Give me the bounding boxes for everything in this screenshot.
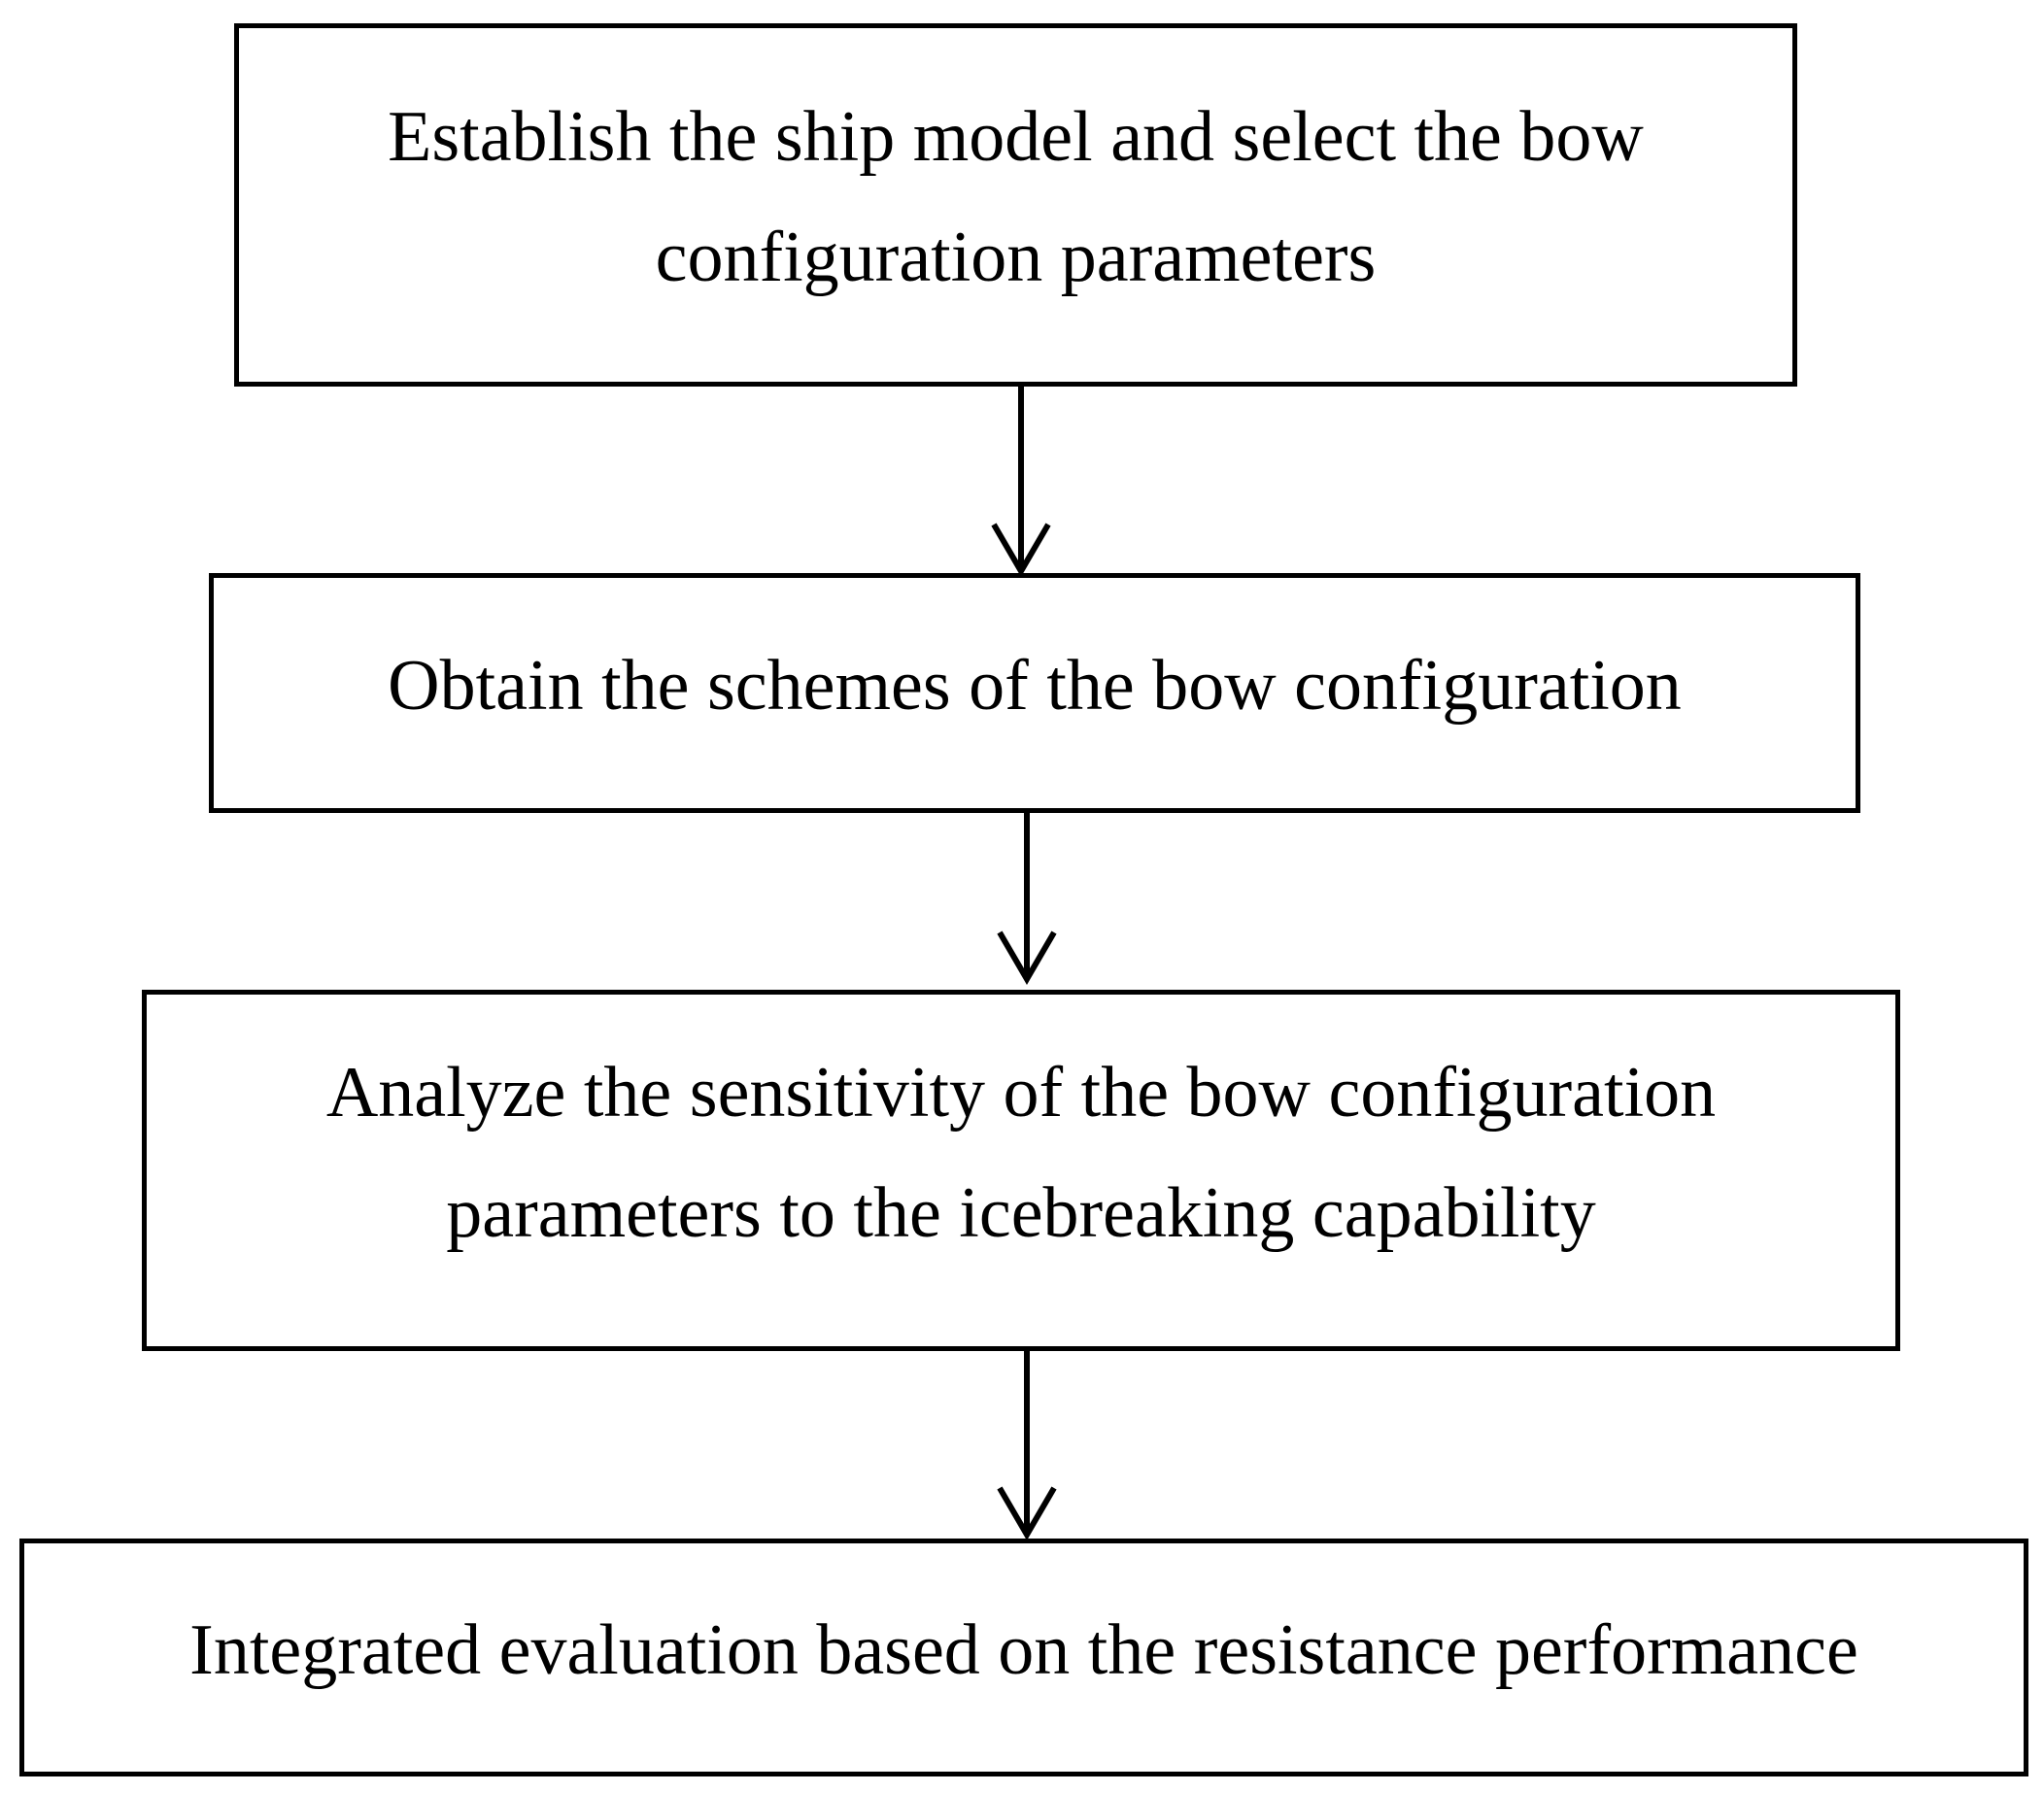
arrow-3-head: [997, 1486, 1057, 1540]
step-3-line-1: Analyze the sensitivity of the bow confi…: [325, 1053, 1717, 1133]
step-4-line-1: Integrated evaluation based on the resis…: [189, 1609, 1858, 1690]
arrow-step-2-to-3: [997, 813, 1057, 985]
step-4-text: Integrated evaluation based on the resis…: [189, 1590, 1858, 1710]
step-2-line-1: Obtain the schemes of the bow configurat…: [388, 645, 1682, 726]
step-box-analyze-sensitivity: Analyze the sensitivity of the bow confi…: [142, 990, 1900, 1351]
arrow-1-head: [991, 523, 1051, 577]
step-box-obtain-schemes: Obtain the schemes of the bow configurat…: [209, 573, 1860, 813]
step-1-line-1: Establish the ship model and select the …: [388, 97, 1644, 177]
step-box-establish-model: Establish the ship model and select the …: [234, 23, 1797, 387]
arrow-step-1-to-2: [991, 387, 1051, 577]
step-3-text: Analyze the sensitivity of the bow confi…: [326, 1032, 1716, 1273]
step-2-text: Obtain the schemes of the bow configurat…: [388, 626, 1682, 746]
step-3-line-2: parameters to the icebreaking capability: [446, 1173, 1596, 1253]
arrow-step-3-to-4: [997, 1351, 1057, 1540]
step-1-text: Establish the ship model and select the …: [388, 77, 1644, 318]
arrow-2-head: [997, 930, 1057, 985]
step-box-integrated-evaluation: Integrated evaluation based on the resis…: [19, 1539, 2028, 1776]
step-1-line-2: configuration parameters: [655, 218, 1377, 297]
